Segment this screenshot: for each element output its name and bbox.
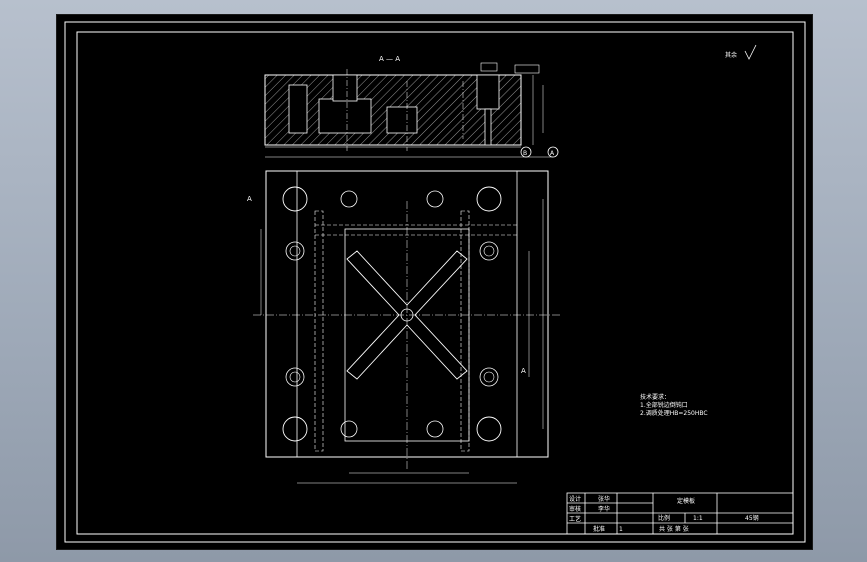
tech-req-title: 技术要求：: [640, 393, 670, 401]
section-mark-right: A: [521, 367, 526, 375]
datum-a-label: A: [550, 150, 555, 157]
title-block-sheet-info: 共 张 第 张: [659, 525, 689, 533]
cad-drawing: 其余 A — A B A: [64, 21, 806, 543]
cad-viewport[interactable]: 其余 A — A B A: [56, 14, 813, 550]
title-block-approve-value: 1: [619, 526, 623, 533]
datum-b-label: B: [523, 150, 527, 157]
title-block-design-name: 张华: [598, 495, 610, 503]
title-block-scale-label: 比例: [658, 514, 670, 522]
section-view-title: A — A: [379, 55, 400, 63]
roughness-symbol-icon: [744, 44, 757, 60]
datum-a-marker: [547, 146, 559, 158]
title-block-material: 45钢: [745, 514, 759, 522]
technical-requirements: 技术要求： 1.全部锐边倒钝口 2.调质处理HB=250HBC: [640, 393, 708, 417]
title-block-check-label: 审核: [569, 505, 581, 513]
title-block-design-label: 设计: [569, 495, 581, 503]
title-block-process-label: 工艺: [569, 515, 581, 523]
section-mark-left: A: [247, 195, 252, 203]
title-block-scale-value: 1:1: [693, 515, 703, 522]
title-block-approve-label: 批准: [593, 525, 605, 533]
title-block: [566, 492, 794, 535]
title-block-check-name: 李华: [598, 505, 610, 513]
drawing-inner-border: [76, 31, 794, 535]
datum-b-marker: [520, 146, 532, 158]
roughness-note: 其余: [725, 51, 737, 59]
section-view: [264, 62, 553, 158]
tech-req-item-1: 1.全部锐边倒钝口: [640, 401, 688, 409]
tech-req-item-2: 2.调质处理HB=250HBC: [640, 409, 708, 417]
title-block-part-name: 定模板: [677, 497, 695, 505]
drawing-outer-border: [64, 21, 806, 543]
plan-view: [253, 170, 561, 484]
